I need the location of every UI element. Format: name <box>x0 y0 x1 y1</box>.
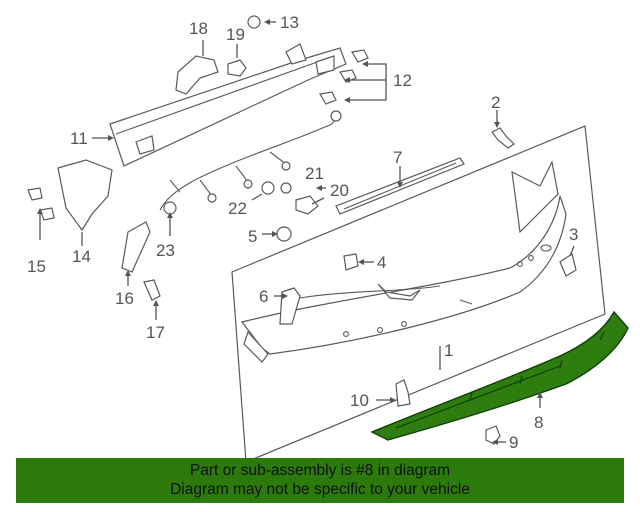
callout-19: 19 <box>226 25 245 44</box>
bumper-cover-part[interactable] <box>240 160 567 363</box>
lower-valance-part-8-highlighted[interactable] <box>370 310 629 441</box>
bolt-part-2[interactable] <box>491 127 515 149</box>
callout-15: 15 <box>27 257 46 276</box>
callout-8-highlighted: 8 <box>534 413 543 432</box>
callout-13: 13 <box>280 13 299 32</box>
callout-labels: 1 2 3 4 5 6 7 8 9 10 11 12 13 14 15 16 1… <box>27 13 578 452</box>
impact-bar-part[interactable] <box>109 43 347 167</box>
callout-20: 20 <box>330 181 349 200</box>
wiring-harness-part-23[interactable] <box>159 110 342 215</box>
callout-4: 4 <box>377 253 386 272</box>
callout-9: 9 <box>509 433 518 452</box>
leader-arrowheads <box>37 19 543 445</box>
callout-11: 11 <box>70 129 88 148</box>
banner-line-part-number: Part or sub-assembly is #8 in diagram <box>189 462 451 479</box>
reflector-part-3[interactable] <box>559 253 577 277</box>
grommet-part-5[interactable] <box>276 226 292 242</box>
bracket-part-18[interactable] <box>175 55 219 95</box>
callout-6: 6 <box>259 287 268 306</box>
callout-3: 3 <box>569 225 578 244</box>
bolts-part-12[interactable] <box>319 49 369 105</box>
bolts-part-15[interactable] <box>27 187 55 221</box>
ring-part-21[interactable] <box>280 182 292 194</box>
bracket-part-16[interactable] <box>121 221 151 273</box>
highlight-info-banner: Part or sub-assembly is #8 in diagram Di… <box>16 458 624 503</box>
grommet-part-22[interactable] <box>261 181 275 195</box>
bolt-part-17[interactable] <box>143 279 161 301</box>
callout-5: 5 <box>248 227 257 246</box>
callout-12: 12 <box>393 71 412 90</box>
callout-22: 22 <box>228 199 247 218</box>
clip-part-10[interactable] <box>395 379 411 407</box>
bracket-part-4[interactable] <box>343 253 359 271</box>
callout-18: 18 <box>189 19 208 38</box>
nut-part-19[interactable] <box>227 59 247 77</box>
exploded-parts-diagram: 1 2 3 4 5 6 7 8 9 10 11 12 13 14 15 16 1… <box>27 13 629 460</box>
sensor-part-20[interactable] <box>295 195 319 215</box>
callout-2: 2 <box>491 93 500 112</box>
callout-7: 7 <box>393 148 402 167</box>
callout-10: 10 <box>350 391 369 410</box>
callout-14: 14 <box>72 247 91 266</box>
side-bracket-part-14[interactable] <box>57 159 113 232</box>
callout-23: 23 <box>156 241 175 260</box>
callout-16: 16 <box>115 289 134 308</box>
clip-part-13[interactable] <box>247 15 261 29</box>
callout-17: 17 <box>146 323 165 342</box>
callout-21: 21 <box>305 164 324 183</box>
callout-1: 1 <box>444 341 453 360</box>
banner-line-disclaimer: Diagram may not be specific to your vehi… <box>170 481 470 498</box>
